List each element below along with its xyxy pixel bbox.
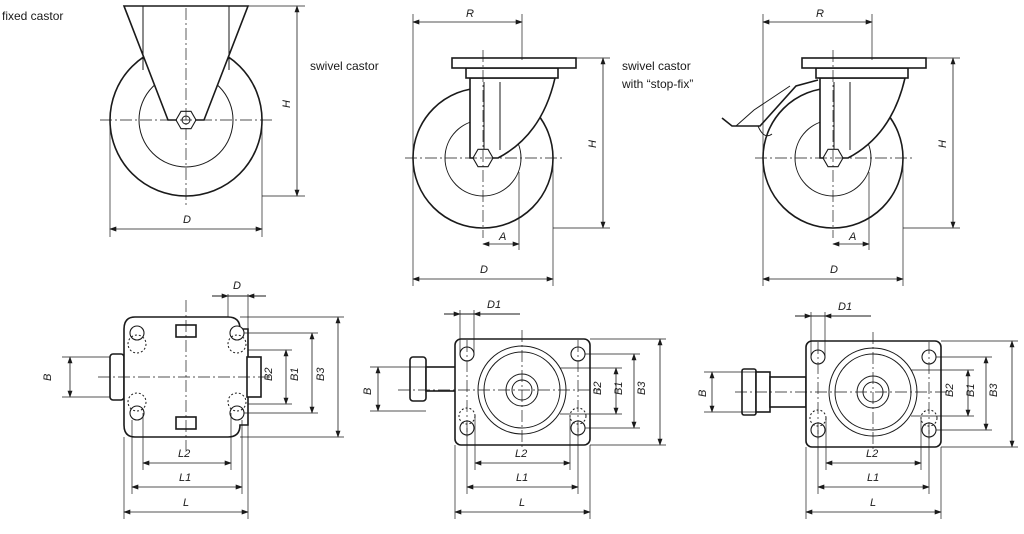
dim-L-swivel: L — [519, 497, 525, 509]
dim-A-stopfix: A — [848, 231, 856, 243]
dim-B-swivel: B — [362, 388, 374, 395]
dim-B3-stopfix: B3 — [988, 383, 1000, 397]
dim-B2-stopfix: B2 — [944, 384, 956, 397]
dim-L2-swivel: L2 — [515, 448, 527, 460]
fixed-castor-side-view: D H — [100, 5, 305, 237]
swivel-castor-side-view: D R A H — [405, 8, 610, 286]
dim-B2-fixed: B2 — [263, 368, 275, 381]
caption-fixed-castor: fixed castor — [2, 9, 63, 23]
caption-swivel-castor: swivel castor — [310, 59, 379, 73]
caption-stop-fix-line1: swivel castor — [622, 59, 691, 73]
dim-B1-stopfix: B1 — [965, 384, 977, 397]
dim-D-fixed: D — [183, 214, 191, 226]
caption-stop-fix-line2: with “stop-fix” — [621, 77, 693, 91]
dim-H-swivel: H — [587, 140, 599, 148]
dim-D-fixed-top: D — [233, 280, 241, 292]
dim-B-stopfix: B — [697, 390, 709, 397]
stopfix-castor-side-view: D R A H — [721, 8, 960, 286]
stopfix-castor-top-view: B B2 B1 B3 D1 L2 L1 L — [697, 301, 1018, 519]
dim-B2-swivel: B2 — [592, 382, 604, 395]
fixed-castor-top-view: B B2 B1 B3 D L2 L1 L — [42, 280, 344, 519]
dim-L2-stopfix: L2 — [866, 448, 878, 460]
dim-L-fixed: L — [183, 497, 189, 509]
dim-L1-fixed: L1 — [179, 472, 191, 484]
dim-D-stopfix: D — [830, 264, 838, 276]
dim-A-swivel: A — [498, 231, 506, 243]
dim-B1-fixed: B1 — [289, 368, 301, 381]
dim-B1-swivel: B1 — [613, 382, 625, 395]
dim-D1-stopfix: D1 — [838, 301, 852, 313]
dim-L1-swivel: L1 — [516, 472, 528, 484]
dim-B3-fixed: B3 — [315, 367, 327, 381]
dim-R-swivel: R — [466, 8, 474, 20]
dim-R-stopfix: R — [816, 8, 824, 20]
dim-L1-stopfix: L1 — [867, 472, 879, 484]
dim-D1-swivel: D1 — [487, 299, 501, 311]
dim-B3-swivel: B3 — [636, 381, 648, 395]
dim-H-stopfix: H — [937, 140, 949, 148]
dim-H-fixed: H — [281, 100, 293, 108]
dim-B-fixed: B — [42, 374, 54, 381]
dim-D-swivel: D — [480, 264, 488, 276]
swivel-castor-top-view: B B2 B1 B3 D1 L2 L1 L — [362, 299, 666, 519]
dim-L2-fixed: L2 — [178, 448, 190, 460]
dim-L-stopfix: L — [870, 497, 876, 509]
